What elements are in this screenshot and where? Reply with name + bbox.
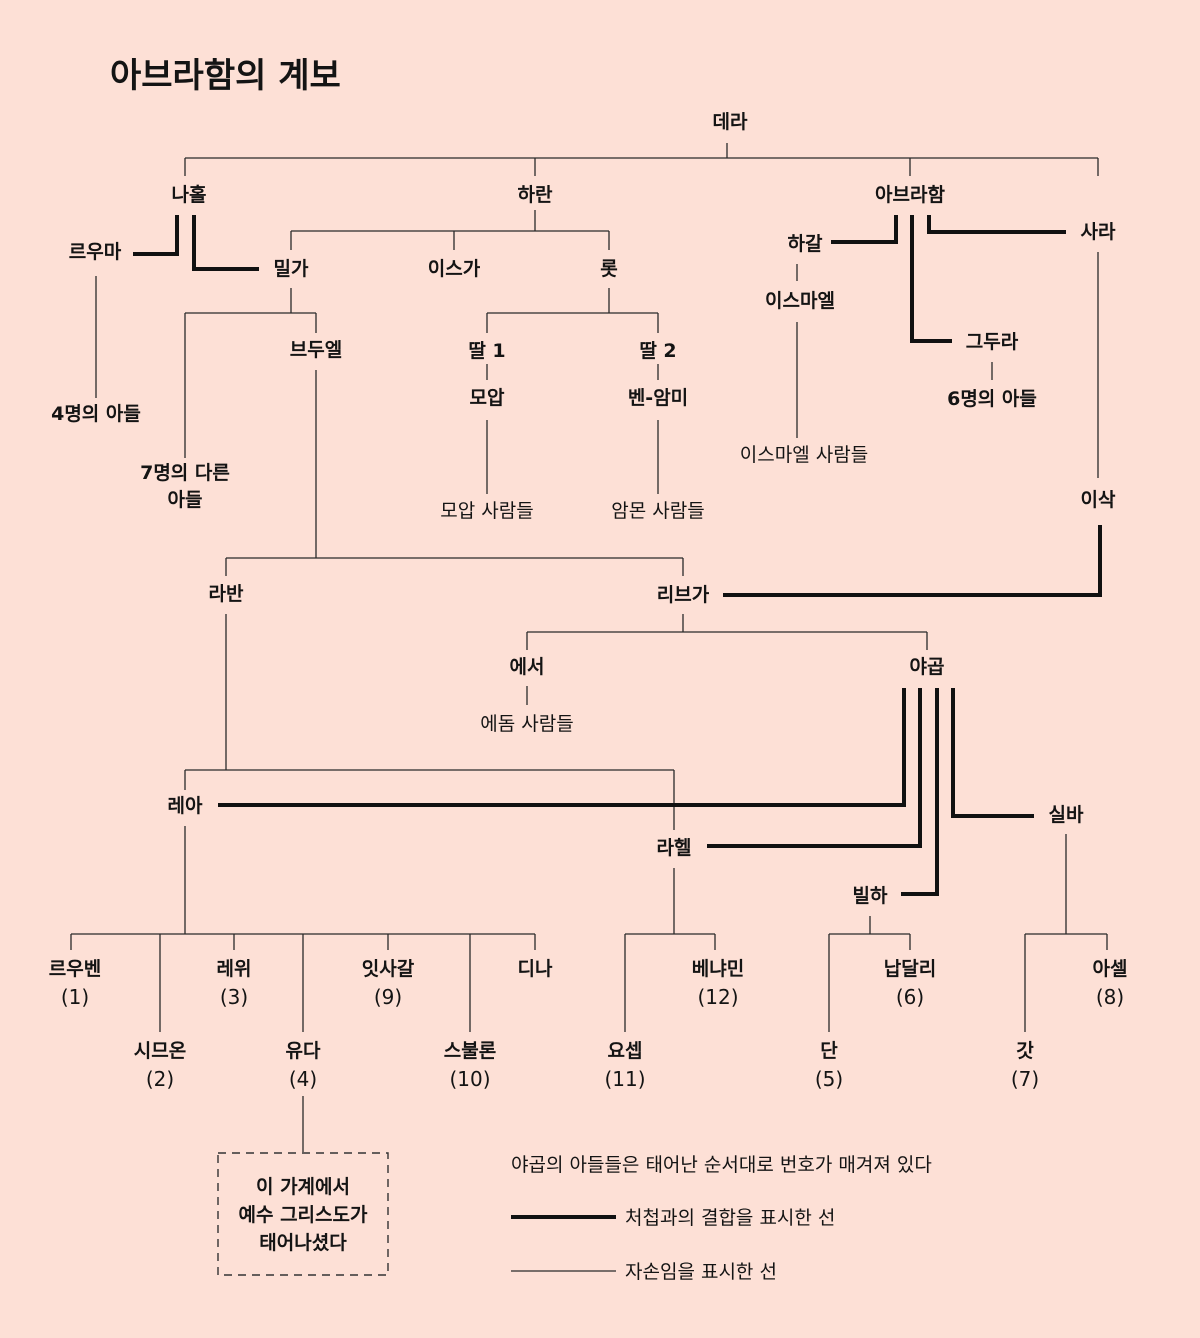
group-four-sons: 4명의 아들	[51, 403, 141, 425]
person-benammi: 벤-암미	[628, 387, 688, 409]
union-abraham-hagar	[831, 215, 898, 244]
group-ammonites: 암몬 사람들	[611, 500, 704, 522]
son-issachar-name: 잇사갈	[362, 958, 415, 980]
son-naphtali-name: 납달리	[884, 958, 936, 980]
line-rebekah-children	[526, 614, 928, 650]
union-nahor-reumah	[133, 215, 179, 256]
son-simeon-name: 시므온	[134, 1040, 186, 1062]
union-nahor-milcah	[192, 215, 259, 271]
person-abraham: 아브라함	[875, 184, 945, 206]
person-bilhah: 빌하	[853, 885, 888, 907]
person-esau: 에서	[510, 656, 545, 678]
union-jacob-leah	[218, 688, 906, 807]
son-dan-name: 단	[820, 1040, 838, 1062]
son-dan-order: (5)	[815, 1067, 843, 1091]
son-joseph-name: 요셉	[608, 1040, 643, 1062]
person-lot: 롯	[600, 258, 617, 280]
person-hagar: 하갈	[788, 233, 823, 255]
group-seven-sons-line1: 7명의 다른	[140, 462, 230, 484]
son-judah-name: 유다	[286, 1040, 321, 1062]
son-reuben-name: 르우벤	[49, 958, 101, 980]
son-zebulun-name: 스불론	[444, 1040, 496, 1062]
line-laban-daughters	[184, 614, 675, 830]
union-jacob-zilpah	[951, 688, 1034, 818]
son-benjamin-order: (12)	[697, 985, 738, 1009]
sons-of-jacob: 르우벤 (1) 시므온 (2) 레위 (3) 유다 (4) 잇사갈 (9) 스불…	[49, 958, 1128, 1091]
person-moab: 모압	[470, 387, 505, 409]
line-bilhah-sons	[828, 916, 911, 1032]
son-asher-order: (8)	[1096, 985, 1124, 1009]
person-rebekah: 리브가	[657, 584, 710, 606]
person-milcah: 밀가	[274, 258, 309, 280]
line-zilpah-sons	[1024, 834, 1108, 1032]
union-isaac-rebekah	[723, 525, 1102, 597]
legend-thin-label: 자손임을 표시한 선	[625, 1261, 777, 1283]
person-rachel: 라헬	[657, 837, 692, 859]
son-levi-order: (3)	[220, 985, 248, 1009]
person-leah: 레아	[168, 795, 203, 817]
son-naphtali-order: (6)	[896, 985, 924, 1009]
person-sarah: 사라	[1081, 221, 1116, 243]
union-jacob-bilhah	[901, 688, 939, 896]
group-moabites: 모압 사람들	[440, 500, 533, 522]
person-zilpah: 실바	[1049, 804, 1084, 826]
son-levi-name: 레위	[217, 958, 252, 980]
line-terah-children	[184, 143, 1099, 176]
legend-caption: 야곱의 아들들은 태어난 순서대로 번호가 매겨져 있다	[511, 1154, 932, 1176]
son-judah-order: (4)	[289, 1067, 317, 1091]
person-dinah: 디나	[518, 958, 553, 980]
person-haran: 하란	[518, 184, 553, 206]
line-rachel-sons	[624, 868, 716, 1032]
note-line-2: 예수 그리스도가	[239, 1204, 368, 1226]
union-abraham-keturah	[910, 215, 952, 343]
person-terah: 데라	[713, 111, 748, 133]
person-ishmael: 이스마엘	[765, 290, 835, 312]
person-keturah: 그두라	[966, 331, 1019, 353]
person-daughter1: 딸 1	[468, 340, 505, 362]
person-nahor: 나홀	[172, 183, 207, 206]
note-dashed-border	[217, 1152, 389, 1276]
union-jacob-rachel	[707, 688, 922, 848]
son-reuben-order: (1)	[61, 985, 89, 1009]
line-milcah-sons	[184, 288, 317, 458]
diagram-title: 아브라함의 계보	[110, 56, 341, 96]
union-abraham-sarah	[927, 215, 1066, 234]
person-reumah: 르우마	[69, 241, 122, 263]
son-gad-order: (7)	[1011, 1067, 1039, 1091]
line-haran-children	[290, 210, 610, 250]
note-line-1: 이 가계에서	[256, 1176, 350, 1198]
son-joseph-order: (11)	[604, 1067, 645, 1091]
person-iscah: 이스가	[428, 258, 481, 280]
line-lot-daughters	[486, 288, 659, 333]
legend-thick-label: 처첩과의 결합을 표시한 선	[625, 1207, 835, 1229]
person-jacob: 야곱	[910, 656, 945, 678]
people-labels: 데라 나홀 하란 아브라함 르우마 밀가 이스가 롯 하갈 사라 이스마엘 그두…	[69, 111, 1116, 980]
son-asher-name: 아셀	[1093, 958, 1128, 980]
son-simeon-order: (2)	[146, 1067, 174, 1091]
note-line-3: 태어나셨다	[259, 1232, 347, 1254]
person-laban: 라반	[209, 583, 244, 605]
person-bethuel: 브두엘	[290, 339, 342, 361]
son-benjamin-name: 베냐민	[692, 958, 744, 980]
line-bethuel-children	[225, 370, 684, 576]
son-zebulun-order: (10)	[449, 1067, 490, 1091]
line-leah-sons	[70, 826, 536, 1032]
legend: 야곱의 아들들은 태어난 순서대로 번호가 매겨져 있다 처첩과의 결합을 표시…	[511, 1154, 932, 1283]
son-issachar-order: (9)	[374, 985, 402, 1009]
group-seven-sons-line2: 아들	[168, 489, 203, 511]
group-labels: 4명의 아들 7명의 다른 아들 6명의 아들 이스마엘 사람들 모압 사람들 …	[51, 388, 1037, 735]
group-ishmaelites: 이스마엘 사람들	[740, 444, 868, 466]
person-isaac: 이삭	[1081, 489, 1116, 511]
son-gad-name: 갓	[1016, 1040, 1034, 1062]
descent-lines	[70, 143, 1108, 1152]
union-lines	[133, 215, 1102, 896]
group-edomites: 에돔 사람들	[480, 713, 573, 735]
group-six-sons: 6명의 아들	[947, 388, 1037, 410]
jesus-note-box: 이 가계에서 예수 그리스도가 태어나셨다	[217, 1152, 389, 1276]
person-daughter2: 딸 2	[639, 340, 676, 362]
